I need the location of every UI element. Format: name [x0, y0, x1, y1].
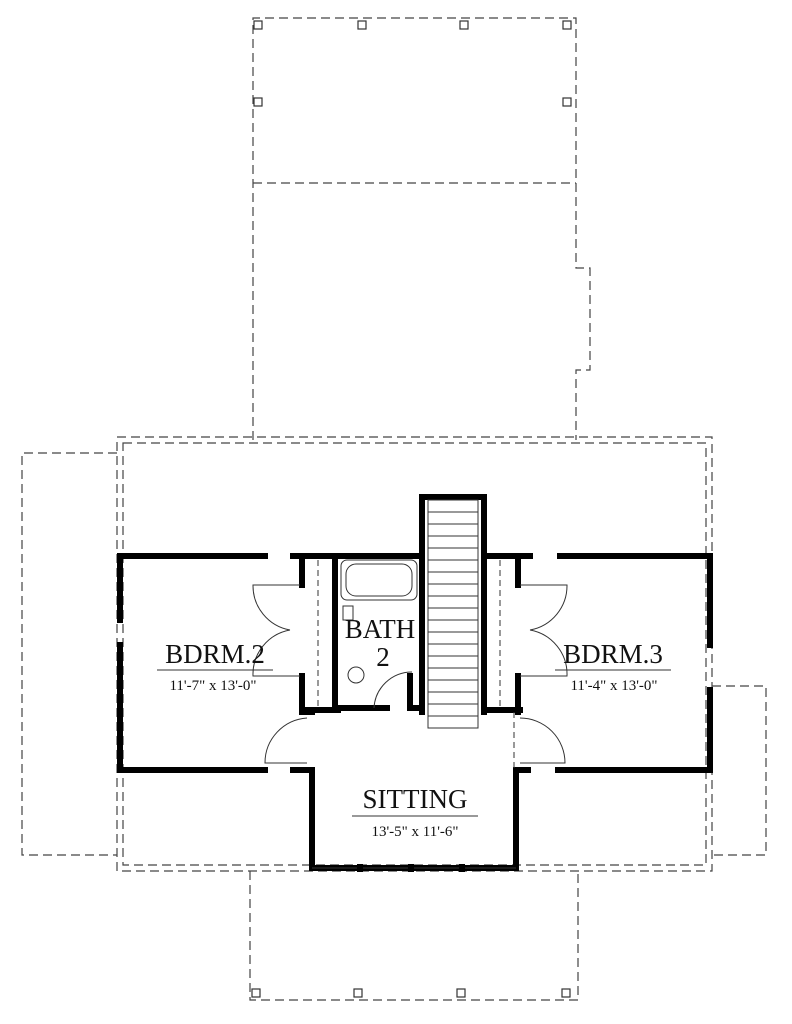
stair	[427, 499, 479, 729]
doors	[252, 560, 568, 768]
bdrm2-size: 11'-7" x 13'-0"	[169, 678, 256, 694]
bdrm3-name: BDRM.3	[563, 639, 663, 669]
bdrm3-size: 11'-4" x 13'-0"	[570, 678, 657, 694]
bath2-name: BATH	[345, 614, 416, 644]
bdrm2-name: BDRM.2	[165, 639, 265, 669]
lower-porch-outline	[249, 871, 579, 1001]
sitting-name: SITTING	[363, 784, 468, 814]
bath2-number: 2	[376, 642, 390, 672]
toilet-icon	[342, 605, 365, 684]
bathtub-icon	[340, 559, 418, 601]
upper-porch-outline	[252, 17, 591, 440]
sitting-size: 13'-5" x 11'-6"	[371, 824, 458, 840]
stair-outline	[427, 499, 479, 729]
walls	[117, 494, 713, 872]
